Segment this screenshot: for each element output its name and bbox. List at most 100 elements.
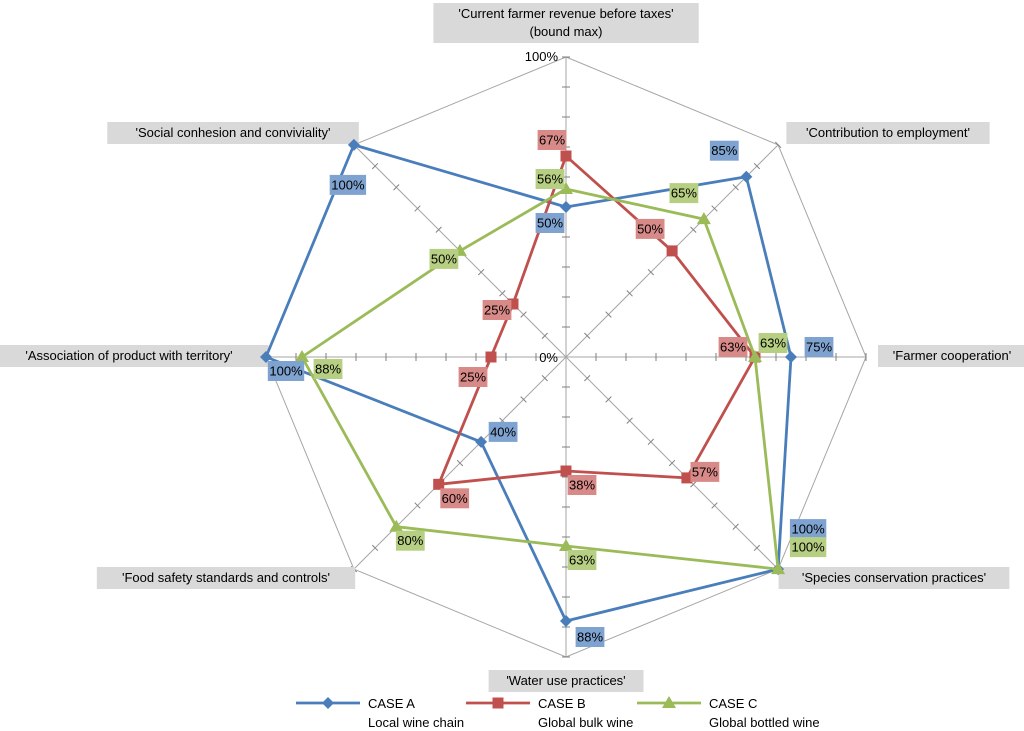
data-label-box [758,333,788,353]
data-point-triangle [696,212,711,225]
grid-tick-mark [435,226,442,233]
grid-tick-mark [371,162,379,170]
data-point-triangle [771,562,786,575]
data-point-square [485,351,497,363]
tick-label-min: 0% [539,350,558,365]
data-label-box [535,169,565,189]
axis-label-box [0,345,269,367]
data-label-text: 25% [484,303,510,318]
data-label-text: 67% [539,133,565,148]
data-label: 57% [690,461,720,482]
series-line [264,143,793,623]
axis-label-box [107,122,359,144]
legend-item: CASE B Global bulk wine [466,696,633,730]
axis-label: 'Current farmer revenue before taxes'(bo… [433,3,699,43]
data-label: 63% [567,550,597,570]
grid-tick-mark [753,162,761,170]
axis-label-text: 'Farmer cooperation' [893,348,1011,363]
axis-labels: 'Current farmer revenue before taxes'(bo… [0,3,1024,692]
data-point-square [507,298,519,310]
data-label-box [488,421,518,442]
data-label: 100% [267,361,305,381]
axis-label: 'Food safety standards and controls' [96,567,356,589]
axis-label-text: 'Contribution to employment' [806,125,970,140]
grid-tick-mark [668,459,676,467]
data-label: 38% [567,475,597,495]
data-label-box [669,183,699,204]
legend-item: CASE C Global bottled wine [637,696,820,730]
tick-labels: 100% 0% [525,49,559,365]
data-point-diamond [785,351,797,363]
axis-label-text: 'Association of product with territory' [25,348,232,363]
data-point-square [560,150,572,162]
data-label-text: 88% [577,630,603,645]
data-label-text: 50% [537,216,563,231]
data-label: 56% [535,169,565,189]
data-label: 85% [709,140,739,161]
data-label-text: 40% [490,424,516,439]
data-label-box [458,367,488,387]
data-label-text: 25% [460,370,486,385]
data-point-diamond [560,615,572,627]
grid-tick-mark [414,205,421,212]
data-label-box [718,337,748,357]
data-label: 65% [669,183,699,204]
grid-tick-mark [626,417,633,424]
grid-tick-mark [753,544,761,552]
data-label-box [440,488,470,509]
grid-tick-mark [541,375,548,382]
grid-tick-mark [690,226,697,233]
data-label: 60% [440,488,470,509]
series-line [437,154,757,486]
data-label-text: 75% [806,340,832,355]
data-label-text: 63% [569,553,595,568]
data-point-triangle [295,350,309,362]
data-label-box [789,519,827,540]
data-label-text: 88% [315,362,341,377]
data-label-text: 57% [692,464,718,479]
legend-series-desc: Global bulk wine [538,715,633,730]
data-label-text: 50% [637,221,663,236]
data-point-square [681,472,693,484]
axis-label: 'Contribution to employment' [786,122,990,144]
grid-tick-mark [520,311,527,318]
data-label: 100% [789,519,827,540]
grid-tick-mark [647,438,655,446]
legend-series-name: CASE B [538,696,586,711]
data-point-triangle [389,519,404,532]
axis-label-text: (bound max) [530,24,603,39]
data-label-box [635,218,665,239]
grid-tick-mark [605,311,612,318]
data-point-diamond [347,138,360,151]
data-label-text: 63% [760,336,786,351]
data-label-text: 100% [269,364,303,379]
data-label-box [567,550,597,570]
grid-tick-mark [732,184,739,191]
legend-series-desc: Global bottled wine [709,715,820,730]
grid-tick-mark [520,396,527,403]
data-label-box [329,174,367,195]
data-label-text: 63% [720,340,746,355]
series-line [300,187,780,571]
grid-tick-mark [711,502,718,509]
grid-tick-mark [541,332,548,339]
data-label: 67% [537,130,567,150]
axis-label-box [786,122,990,144]
data-label-box [535,213,565,233]
axis-label-box [488,670,644,692]
axis-label-text: 'Water use practices' [506,673,625,688]
data-label: 75% [804,337,834,357]
axis-label-text: 'Food safety standards and controls' [122,570,330,585]
data-label-text: 38% [569,478,595,493]
grid-tick-mark [584,375,591,382]
tick-label-max: 100% [525,49,559,64]
data-label-box [709,140,739,161]
axis-label-box [96,567,356,589]
data-point-triangle [662,696,676,708]
grid-tick-mark [626,290,633,297]
legend-series-name: CASE C [709,696,757,711]
data-label: 25% [458,367,488,387]
axis-label-box [878,345,1024,367]
